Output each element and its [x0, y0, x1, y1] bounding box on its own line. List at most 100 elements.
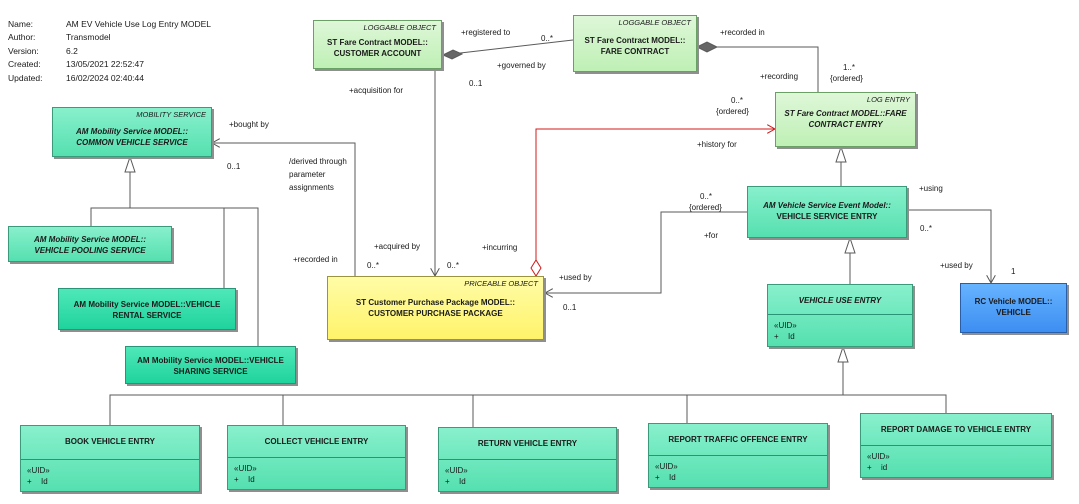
derived-note: /derived through [289, 157, 347, 166]
role-label: +used by [940, 261, 973, 270]
attribute-compartment: «UID» + Id [649, 455, 827, 487]
attribute-id: Id [459, 477, 466, 486]
multiplicity: 0..* [367, 261, 380, 270]
class-name-line1: ST Fare Contract MODEL:: [584, 36, 686, 45]
gen-triangle-common-service [124, 155, 136, 173]
meta-value: 16/02/2024 02:40:44 [66, 72, 144, 83]
meta-key: Updated: [8, 72, 43, 83]
class-collect-vehicle-entry[interactable]: COLLECT VEHICLE ENTRY «UID» +Id [227, 425, 406, 490]
assoc-recorded-in [697, 46, 819, 92]
role-label: +recorded in [720, 28, 765, 37]
constraint: {ordered} [830, 74, 863, 83]
class-name: REPORT TRAFFIC OFFENCE ENTRY [668, 435, 808, 444]
class-vehicle-rental-service[interactable]: AM Mobility Service MODEL::VEHICLE RENTA… [58, 288, 236, 330]
attribute-compartment: «UID» +id [861, 445, 1051, 477]
derived-note: assignments [289, 183, 334, 192]
visibility-public: + [655, 473, 660, 482]
gen-triangle-service-entry [835, 145, 847, 163]
constraint: {ordered} [689, 203, 722, 212]
gen-triangle-vehicle-use [844, 236, 856, 254]
class-name-line1: AM Mobility Service MODEL::VEHICLE [73, 300, 221, 309]
attribute-id: Id [248, 475, 255, 484]
uid-stereotype: «UID» [27, 466, 50, 475]
attribute-compartment: «UID» +Id [768, 314, 912, 346]
class-vehicle-pooling-service[interactable]: AM Mobility Service MODEL:: VEHICLE POOL… [8, 226, 172, 262]
class-customer-purchase-package[interactable]: PRICEABLE OBJECT ST Customer Purchase Pa… [327, 276, 544, 340]
multiplicity: 0..1 [227, 162, 241, 171]
class-name: RETURN VEHICLE ENTRY [477, 439, 578, 448]
meta-value: Transmodel [66, 32, 111, 43]
class-report-damage-to-vehicle-entry[interactable]: REPORT DAMAGE TO VEHICLE ENTRY «UID» +id [860, 413, 1052, 478]
class-vehicle-sharing-service[interactable]: AM Mobility Service MODEL::VEHICLE SHARI… [125, 346, 296, 384]
role-label: +registered to [461, 28, 511, 37]
class-name: COLLECT VEHICLE ENTRY [264, 437, 369, 446]
class-fare-contract-entry[interactable]: LOG ENTRY ST Fare Contract MODEL::FARE C… [775, 92, 916, 147]
multiplicity: 0..* [447, 261, 460, 270]
role-label: +bought by [229, 120, 269, 129]
class-book-vehicle-entry[interactable]: BOOK VEHICLE ENTRY «UID» + Id [20, 425, 200, 492]
gen-triangle-vehicle-use-entry [837, 345, 849, 363]
class-name-line2: VEHICLE [996, 308, 1031, 317]
class-name-line1: AM Mobility Service MODEL::VEHICLE [137, 356, 284, 365]
meta-key: Name: [8, 19, 34, 29]
meta-key: Created: [8, 59, 41, 70]
class-name-line2: SHARING SERVICE [173, 367, 248, 376]
assoc-history-for [535, 129, 775, 262]
uid-stereotype: «UID» [867, 452, 890, 461]
class-name-line2: FARE CONTRACT [600, 47, 670, 56]
role-label: +for [704, 231, 719, 240]
class-name-line1: ST Fare Contract MODEL::FARE [784, 109, 907, 118]
stereotype: LOG ENTRY [866, 95, 910, 104]
derived-note: parameter [289, 170, 326, 179]
class-name-line1: ST Customer Purchase Package MODEL:: [355, 298, 516, 307]
class-return-vehicle-entry[interactable]: RETURN VEHICLE ENTRY «UID» +Id [438, 427, 617, 492]
meta-value: 6.2 [66, 45, 78, 56]
multiplicity: 0..* [541, 34, 554, 43]
meta-value: AM EV Vehicle Use Log Entry MODEL [66, 19, 212, 29]
class-name: BOOK VEHICLE ENTRY [65, 437, 155, 446]
constraint: {ordered} [716, 107, 749, 116]
diagram-metadata: Name:AM EV Vehicle Use Log Entry MODEL A… [8, 18, 211, 85]
role-label: +acquired by [374, 242, 421, 251]
attribute-id: Id [41, 477, 48, 486]
class-name-line1: ST Fare Contract MODEL:: [327, 38, 428, 47]
meta-value: 13/05/2021 22:52:47 [66, 59, 144, 70]
visibility-public: + [27, 477, 32, 486]
class-name-line1: AM Mobility Service MODEL:: [33, 235, 146, 244]
meta-key: Version: [8, 45, 39, 56]
class-name-line2: CUSTOMER PURCHASE PACKAGE [368, 309, 503, 318]
class-customer-account[interactable]: LOGGABLE OBJECT ST Fare Contract MODEL::… [313, 20, 442, 69]
class-name: VEHICLE USE ENTRY [798, 296, 882, 305]
multiplicity: 1..* [843, 63, 856, 72]
role-label: +recording [760, 72, 799, 81]
class-report-traffic-offence-entry[interactable]: REPORT TRAFFIC OFFENCE ENTRY «UID» + Id [648, 423, 828, 488]
stereotype: MOBILITY SERVICE [136, 110, 206, 119]
role-label: +recorded in [293, 255, 338, 264]
class-name-line2: CUSTOMER ACCOUNT [333, 49, 422, 58]
class-vehicle-service-entry[interactable]: AM Vehicle Service Event Model:: VEHICLE… [747, 186, 907, 238]
visibility-public: + [234, 475, 239, 484]
class-name-line1: AM Vehicle Service Event Model:: [763, 201, 891, 210]
assoc-registered-to [442, 39, 574, 56]
assoc-bought-by [212, 143, 356, 276]
uid-stereotype: «UID» [655, 462, 678, 471]
visibility-public: + [774, 332, 779, 341]
class-vehicle-use-entry[interactable]: VEHICLE USE ENTRY «UID» +Id [767, 284, 913, 347]
attribute-compartment: «UID» +Id [228, 457, 405, 489]
multiplicity: 0..* [920, 224, 933, 233]
diamond-fare-contract [695, 41, 719, 53]
gen-entry-tree [109, 362, 947, 427]
assoc-used-by [545, 211, 747, 293]
attribute-id: Id [669, 473, 676, 482]
class-common-vehicle-service[interactable]: MOBILITY SERVICE AM Mobility Service MOD… [52, 107, 212, 157]
multiplicity: 1 [1011, 267, 1016, 276]
class-name-line2: VEHICLE SERVICE ENTRY [776, 212, 878, 221]
class-vehicle[interactable]: RC Vehicle MODEL:: VEHICLE [960, 283, 1067, 333]
multiplicity: 0..1 [469, 79, 483, 88]
attribute-id: id [881, 463, 888, 472]
class-name-line1: AM Mobility Service MODEL:: [75, 127, 188, 136]
class-fare-contract[interactable]: LOGGABLE OBJECT ST Fare Contract MODEL::… [573, 15, 697, 72]
gen-mobility-tree [90, 172, 259, 346]
multiplicity: 0..* [731, 96, 744, 105]
role-label: +using [919, 184, 943, 193]
